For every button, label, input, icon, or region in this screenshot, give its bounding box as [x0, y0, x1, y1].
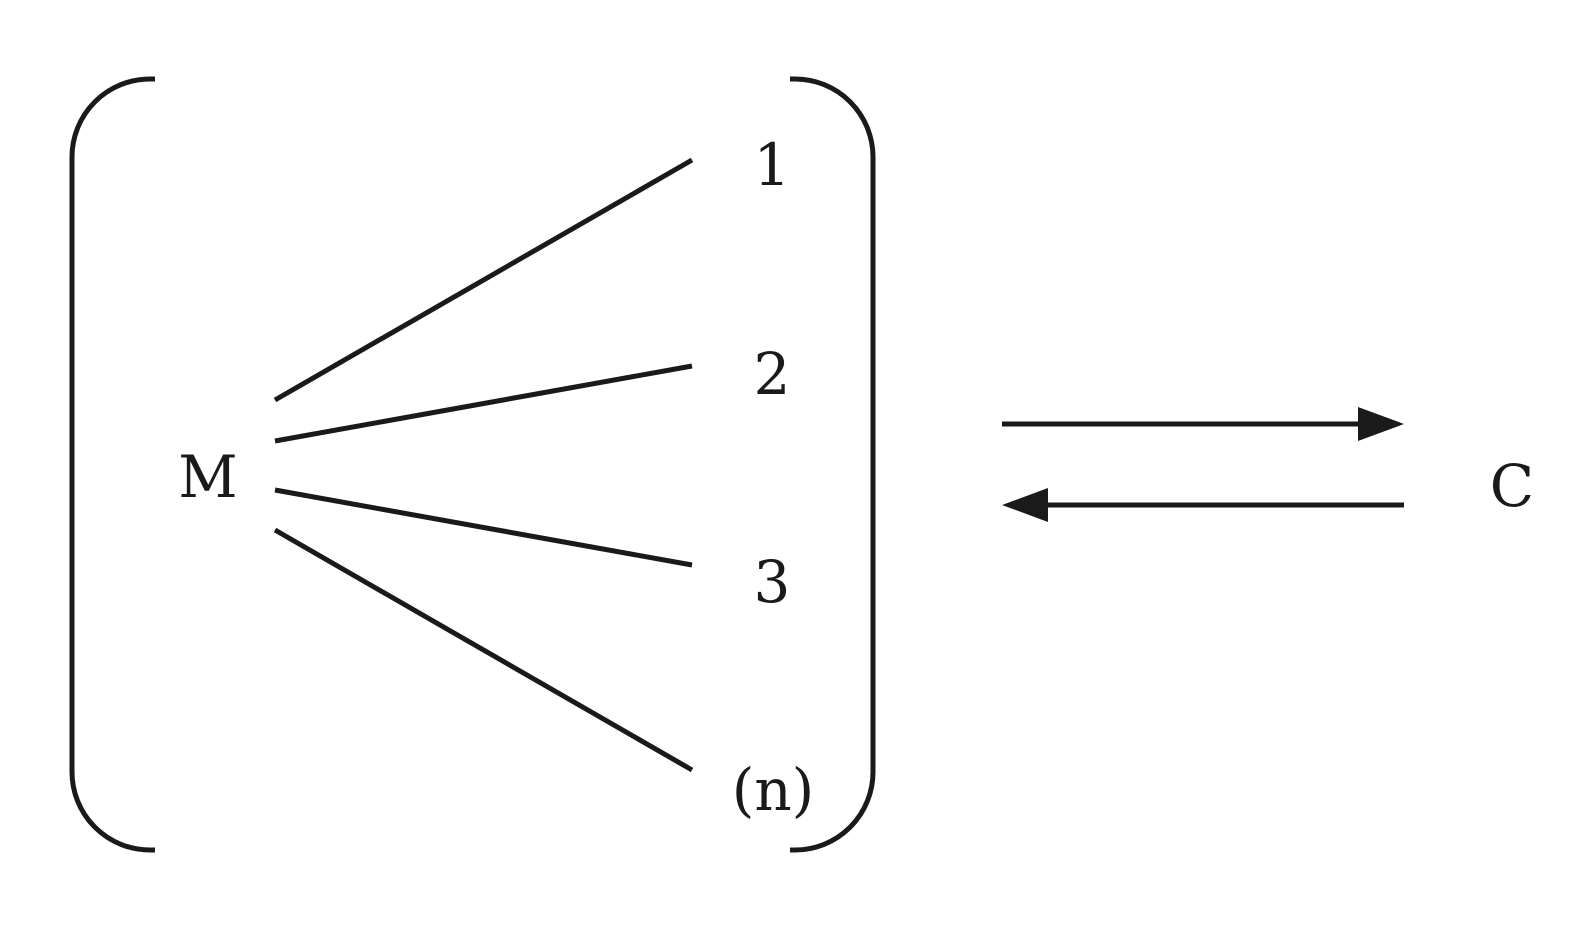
bond-line-1: [273, 157, 694, 403]
ligand-label-3: 3: [754, 548, 791, 616]
forward-arrow: [1002, 407, 1404, 441]
ligand-label-2: 2: [754, 340, 791, 408]
ligand-label-1: 1: [754, 131, 791, 199]
reverse-arrow: [1002, 488, 1404, 522]
bond-line-3: [274, 487, 693, 568]
bond-line-n: [273, 527, 694, 773]
ligand-label-n: (n): [732, 756, 815, 824]
left-bracket: [69, 76, 155, 853]
right-bracket: [790, 76, 876, 853]
center-label: M: [178, 443, 237, 511]
bond-line-2: [274, 363, 693, 444]
product-label: C: [1490, 452, 1534, 520]
